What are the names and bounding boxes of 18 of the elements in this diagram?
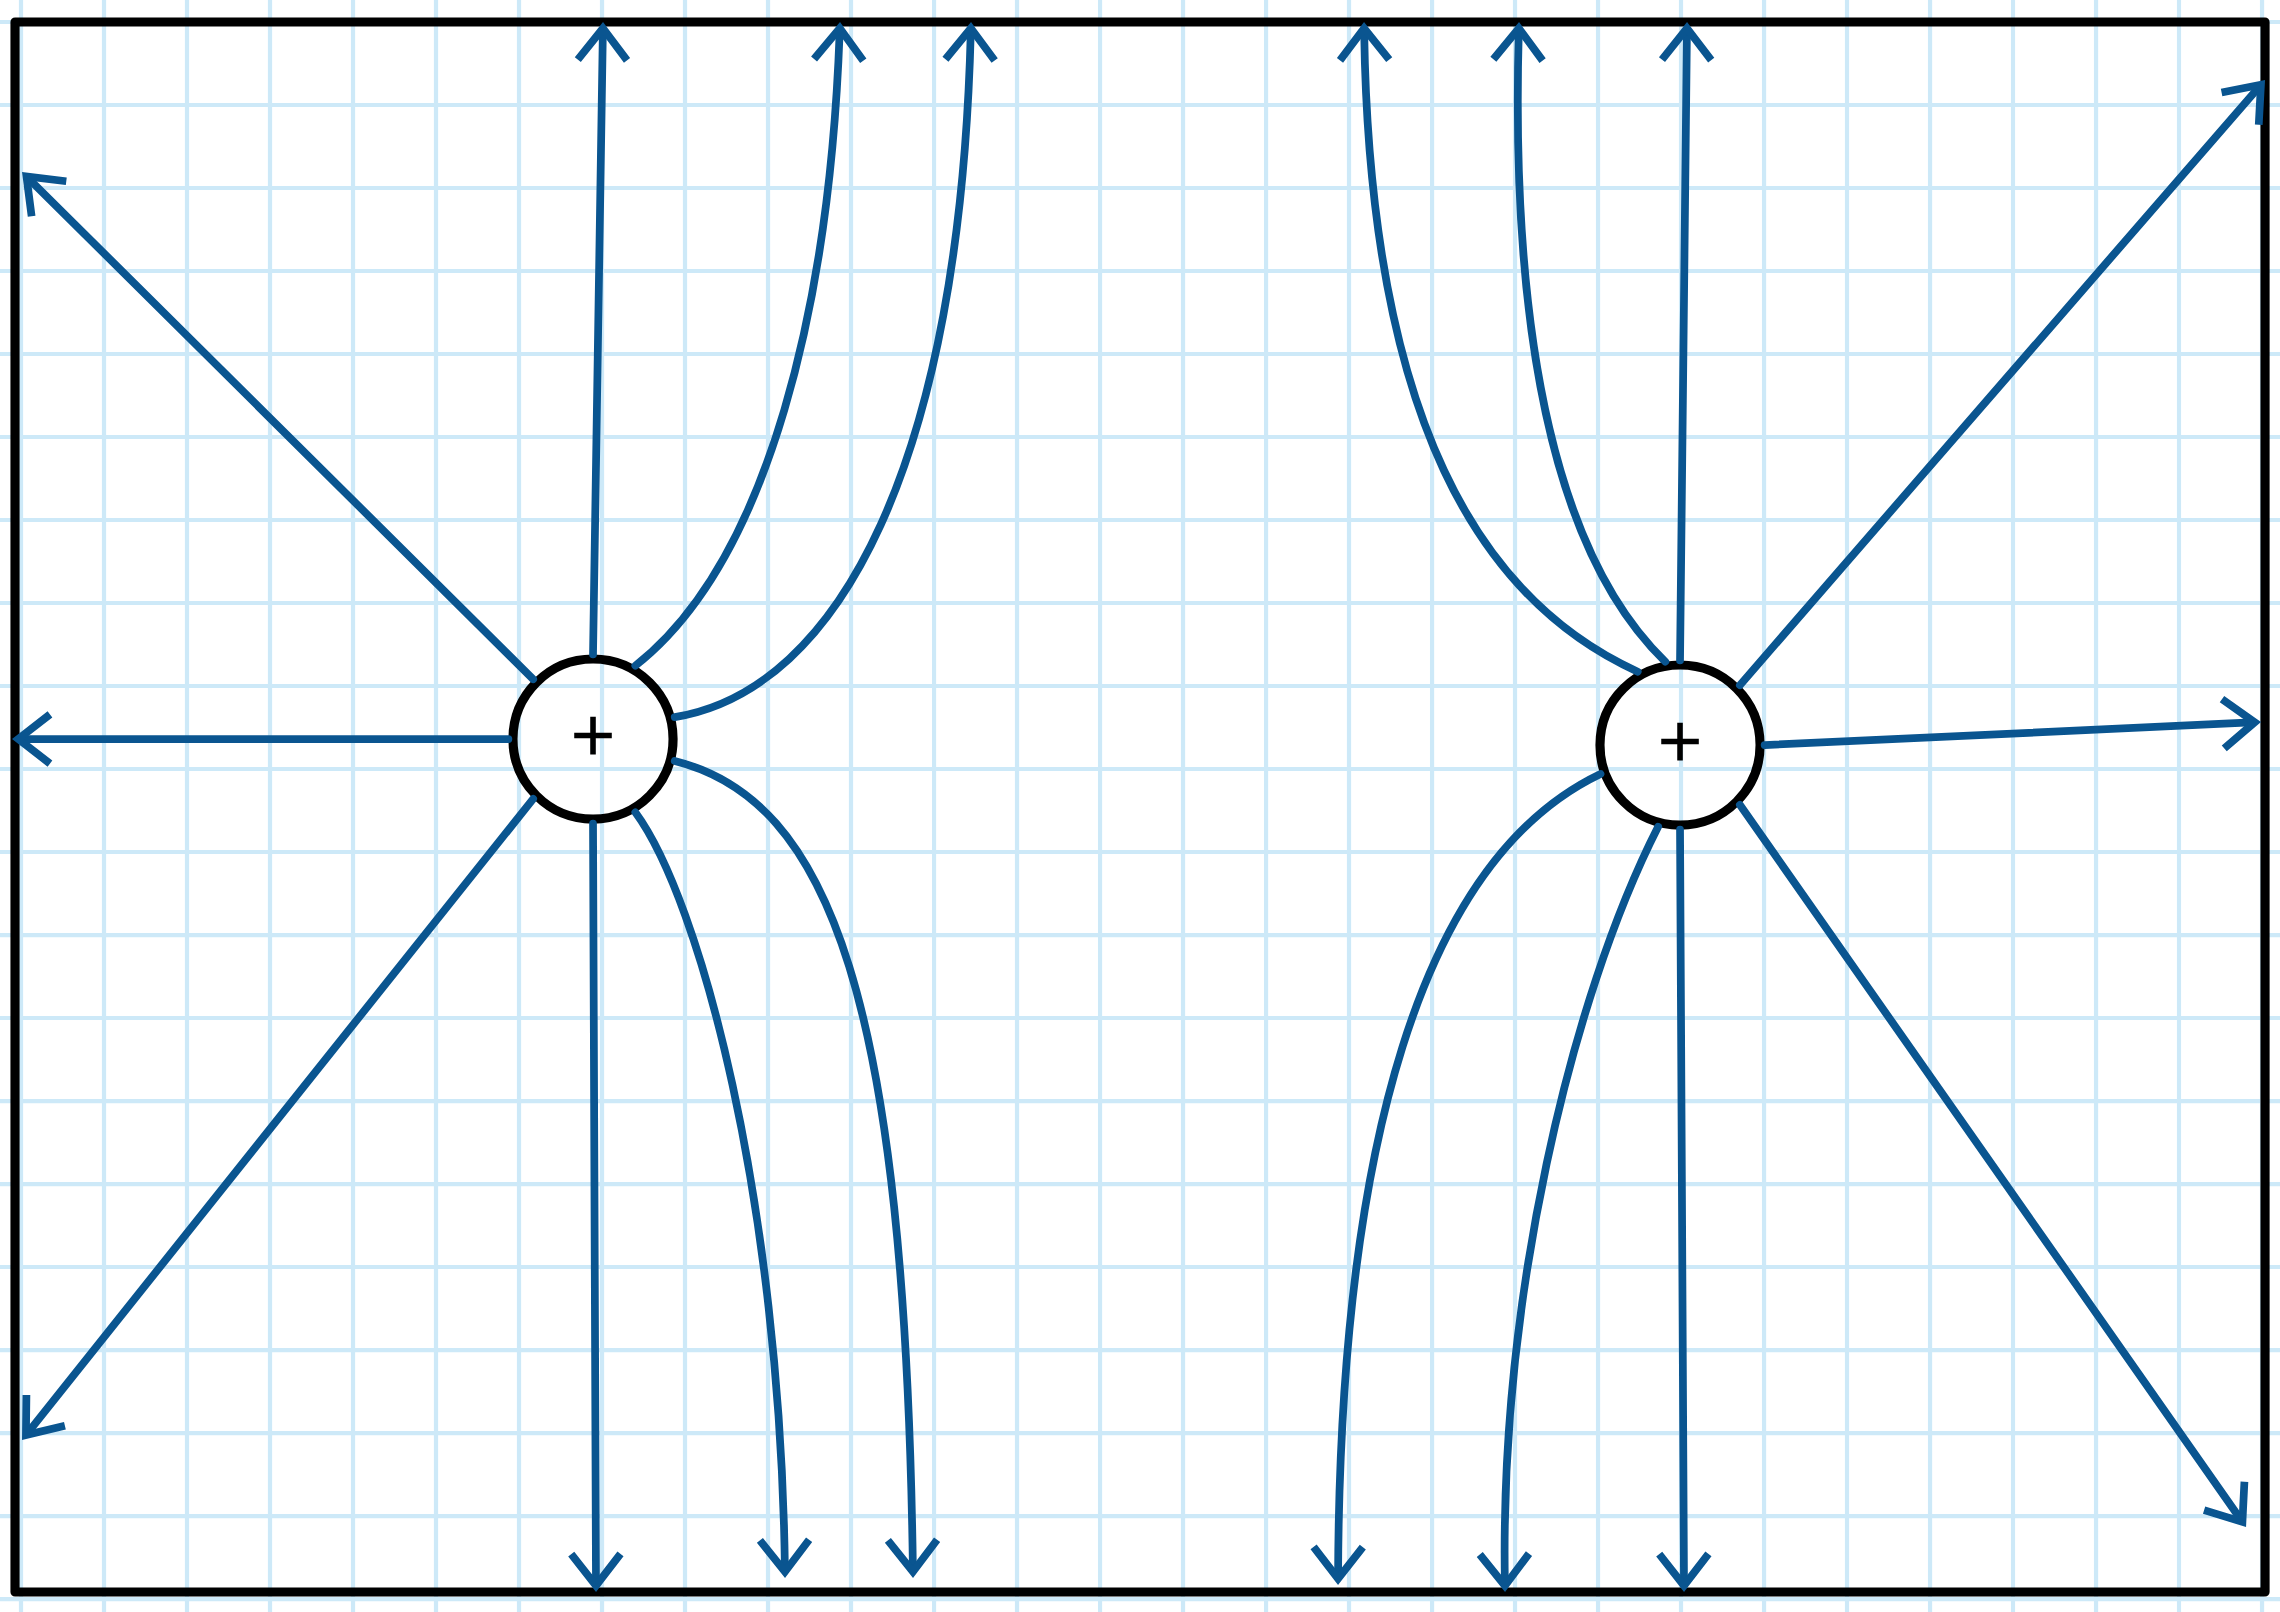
field-line [631,808,813,1579]
field-line [1656,825,1712,1593]
field-line [1736,800,2249,1528]
field-line [1476,822,1662,1593]
field-line [1760,696,2262,752]
field-line [1736,80,2266,690]
field-line [670,757,941,1579]
field-line [12,711,513,767]
field-line [1490,22,1670,666]
field-line [22,794,538,1440]
field-line [1658,22,1715,665]
field-line [670,22,998,721]
field-line [574,22,631,659]
field-line [22,172,538,684]
field-line [1310,770,1605,1586]
field-line [631,22,867,670]
field-line [568,819,624,1593]
field-line [1336,22,1642,676]
